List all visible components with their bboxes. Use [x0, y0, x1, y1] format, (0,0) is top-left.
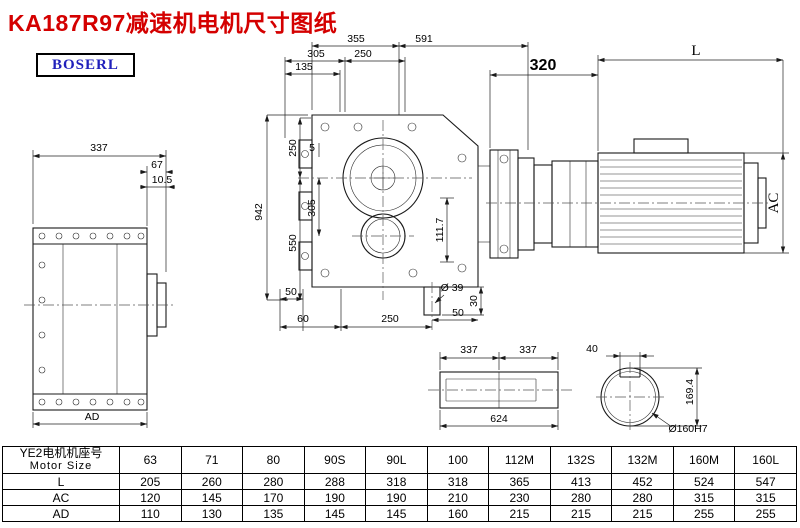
value-cell: 145 — [180, 489, 244, 506]
value-cell: 120 — [119, 489, 182, 506]
table-header-en: Motor Size — [29, 460, 93, 472]
value-cell: 215 — [549, 505, 613, 522]
value-cell: 318 — [365, 473, 428, 490]
dim-top-355: 355 — [347, 33, 365, 45]
table-header-row: YE2电机机座号 Motor Size 63 71 80 90S 90L 100… — [2, 446, 797, 474]
value-cell: 255 — [672, 505, 736, 522]
dim-left-250: 250 — [287, 139, 299, 157]
dim-motor-L: L — [691, 43, 700, 59]
row-label: AD — [2, 505, 120, 522]
value-cell: 524 — [672, 473, 736, 490]
value-cell: 145 — [365, 505, 428, 522]
dim-shaft-dia: Ø 39 — [441, 282, 464, 294]
value-cell: 190 — [303, 489, 367, 506]
value-cell: 130 — [180, 505, 244, 522]
value-cell: 230 — [488, 489, 551, 506]
dim-shaft-337-b: 337 — [519, 344, 537, 356]
dim-top-305: 305 — [307, 48, 325, 60]
value-cell: 190 — [365, 489, 428, 506]
table-row-L: L 205 260 280 288 318 318 365 413 452 52… — [2, 473, 797, 490]
size-cell: 160M — [672, 446, 736, 474]
size-cell: 132S — [549, 446, 613, 474]
value-cell: 215 — [611, 505, 674, 522]
size-cell: 132M — [611, 446, 674, 474]
technical-drawing: 337 67 10.5 AD — [24, 33, 789, 435]
brand-logo-text: BOSERL — [52, 57, 119, 73]
dim-shaft-624: 624 — [490, 413, 508, 425]
value-cell: 318 — [426, 473, 490, 490]
dim-left-5: 5 — [309, 142, 315, 154]
gearbox-front-view: 355 591 305 250 135 942 250 550 305 — [253, 33, 529, 331]
shaft-cross-section: 40 169.4 Ø160H7 — [586, 343, 708, 435]
dim-side-337: 337 — [90, 142, 108, 154]
size-cell: 71 — [180, 446, 244, 474]
table-header-cn: YE2电机机座号 — [19, 446, 103, 460]
value-cell: 413 — [549, 473, 613, 490]
dim-shaft-337-a: 337 — [460, 344, 478, 356]
dim-top-591: 591 — [415, 33, 433, 45]
value-cell: 315 — [672, 489, 736, 506]
size-cell: 160L — [734, 446, 797, 474]
value-cell: 205 — [119, 473, 182, 490]
value-cell: 160 — [426, 505, 490, 522]
gearbox-side-view: 337 67 10.5 AD — [24, 142, 175, 428]
value-cell: 210 — [426, 489, 490, 506]
dim-motor-AC: AC — [766, 193, 782, 214]
motor-size-table: YE2电机机座号 Motor Size 63 71 80 90S 90L 100… — [2, 446, 797, 522]
size-cell: 90L — [365, 446, 428, 474]
size-cell: 112M — [488, 446, 551, 474]
value-cell: 255 — [734, 505, 797, 522]
value-cell: 547 — [734, 473, 797, 490]
dim-top-135: 135 — [295, 61, 313, 73]
value-cell: 145 — [303, 505, 367, 522]
size-cell: 90S — [303, 446, 367, 474]
dim-motor-320: 320 — [530, 57, 557, 74]
value-cell: 170 — [242, 489, 305, 506]
value-cell: 280 — [549, 489, 613, 506]
value-cell: 365 — [488, 473, 551, 490]
value-cell: 280 — [611, 489, 674, 506]
size-cell: 80 — [242, 446, 305, 474]
brand-logo: BOSERL — [36, 53, 135, 77]
dim-right-111-7: 111.7 — [434, 217, 446, 242]
table-row-AD: AD 110 130 135 145 145 160 215 215 215 2… — [2, 505, 797, 522]
shaft-detail-view: 337 337 624 — [428, 344, 572, 430]
dim-bot-50-right: 50 — [452, 307, 464, 319]
dim-circle-dia: Ø160H7 — [668, 423, 707, 435]
dim-side-67: 67 — [151, 159, 163, 171]
dim-bot-50-left: 50 — [285, 286, 297, 298]
dim-side-ad: AD — [85, 411, 100, 423]
size-cell: 100 — [426, 446, 490, 474]
value-cell: 315 — [734, 489, 797, 506]
dim-side-10-5: 10.5 — [152, 174, 173, 186]
value-cell: 452 — [611, 473, 674, 490]
dim-left-550: 550 — [287, 234, 299, 252]
value-cell: 288 — [303, 473, 367, 490]
dim-bot-60: 60 — [297, 313, 309, 325]
motor-view: 320 L AC — [486, 43, 789, 259]
dim-key-40: 40 — [586, 343, 598, 355]
dim-left-305: 305 — [306, 199, 318, 217]
value-cell: 135 — [242, 505, 305, 522]
dim-bot-250: 250 — [381, 313, 399, 325]
value-cell: 215 — [488, 505, 551, 522]
table-row-AC: AC 120 145 170 190 190 210 230 280 280 3… — [2, 489, 797, 506]
table-header-label: YE2电机机座号 Motor Size — [2, 446, 120, 474]
page-title: KA187R97减速机电机尺寸图纸 — [8, 10, 338, 36]
dim-bot-30: 30 — [468, 295, 480, 307]
value-cell: 280 — [242, 473, 305, 490]
row-label: L — [2, 473, 120, 490]
size-cell: 63 — [119, 446, 182, 474]
value-cell: 110 — [119, 505, 182, 522]
value-cell: 260 — [180, 473, 244, 490]
dim-top-250: 250 — [354, 48, 372, 60]
row-label: AC — [2, 489, 120, 506]
dim-circle-169-4: 169.4 — [684, 379, 696, 405]
dim-left-942: 942 — [253, 203, 265, 221]
